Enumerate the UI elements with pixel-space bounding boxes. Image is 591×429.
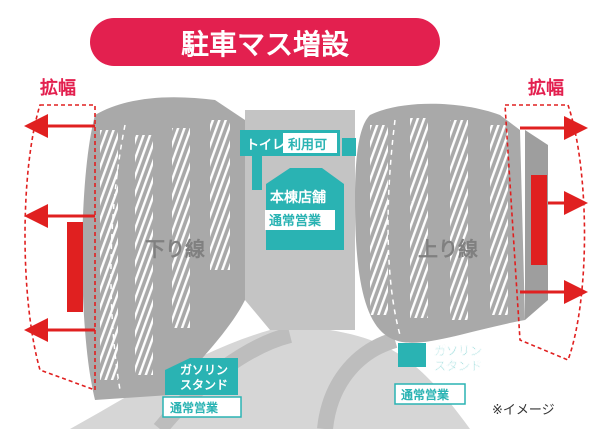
west-stall-row-2 <box>135 135 153 375</box>
store-status-box <box>265 210 335 230</box>
facility-connector <box>252 156 262 190</box>
east-stall-row-1 <box>370 125 388 315</box>
gas-east-label-line1: ガソリン <box>434 343 482 358</box>
gas-station-west <box>165 358 238 395</box>
gas-east-status-box <box>394 383 466 405</box>
toilet-status-box <box>283 133 337 153</box>
expand-left-label: 拡幅 <box>40 77 76 99</box>
east-stall-row-4 <box>490 125 508 315</box>
gas-east-status: 通常営業 <box>401 387 450 402</box>
gas-station-east <box>398 343 426 367</box>
east-flow-line <box>387 119 401 336</box>
page-title: 駐車マス増設 <box>181 28 350 61</box>
east-stall-row-3 <box>450 120 468 320</box>
west-flow-line <box>110 124 126 391</box>
west-area-label: 下り線 <box>145 237 205 261</box>
store-building <box>266 168 344 250</box>
toilet-label: トイレ <box>246 138 285 153</box>
small-facility <box>342 138 356 156</box>
road-curve-east <box>317 332 398 429</box>
toilet-status: 利用可 <box>288 137 327 153</box>
image-note: ※イメージ <box>492 403 555 418</box>
west-stall-row-1 <box>100 130 118 380</box>
store-status: 通常営業 <box>269 213 322 229</box>
west-expansion-bar <box>67 222 83 312</box>
west-parking-lot <box>82 97 245 400</box>
east-area-label: 上り線 <box>418 237 478 261</box>
gas-west-status: 通常営業 <box>170 400 219 415</box>
west-stall-row-4 <box>210 120 230 270</box>
east-expansion-bar <box>531 175 547 265</box>
expand-right-label: 拡幅 <box>528 77 564 99</box>
gas-east-label-line2: スタンド <box>434 359 482 373</box>
west-stall-row-3 <box>172 128 190 328</box>
east-parking-lot <box>355 103 525 343</box>
gas-west-label-line1: ガソリン <box>180 362 228 377</box>
gas-west-status-box <box>162 396 242 418</box>
title-banner <box>90 18 440 66</box>
east-stall-row-2 <box>410 118 428 318</box>
store-label: 本棟店舗 <box>270 189 326 206</box>
gas-west-label-line2: スタンド <box>180 378 228 392</box>
